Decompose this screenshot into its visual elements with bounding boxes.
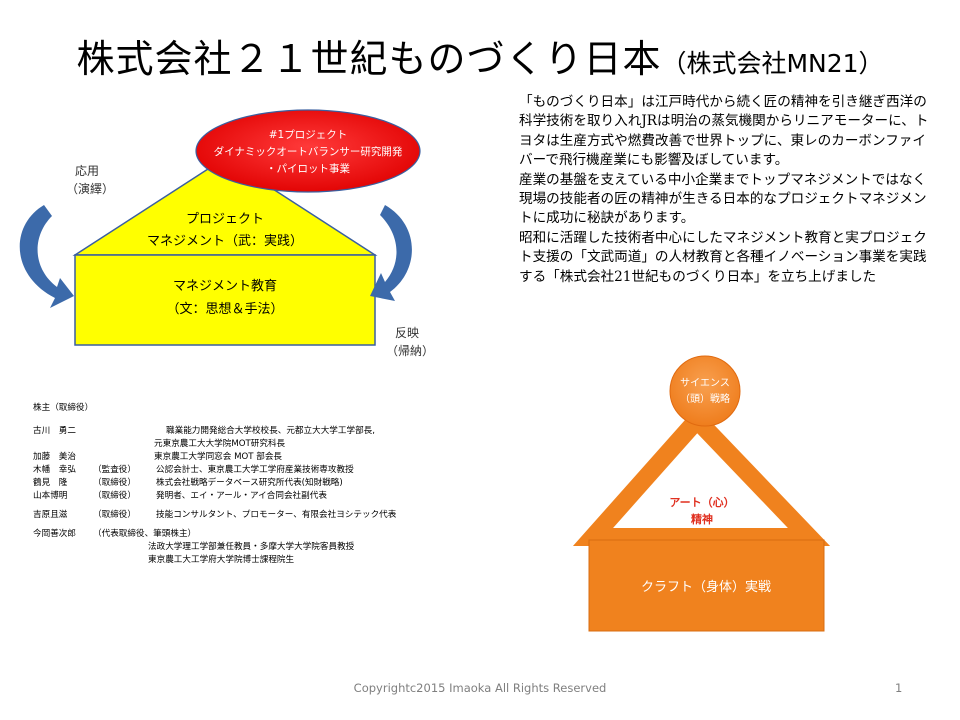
house-body <box>74 254 376 346</box>
shareholder-name: 加藤 美治 <box>33 452 76 462</box>
slide-title: 株式会社２１世紀ものづくり日本（株式会社MN21） <box>0 28 960 83</box>
shareholder-heading: 株主（取締役） <box>33 403 94 413</box>
roof-line-2: マネジメント（武：実践） <box>147 233 303 249</box>
shareholder-row: 吉原且滋 （取締役） 技能コンサルタント、プロモーター、有限会社ヨシテック代表 <box>33 509 396 522</box>
shareholder-name: 鶴見 隆 <box>33 478 68 488</box>
shareholder-description: 元東京農工大大学院MOT研究科長 <box>154 439 286 449</box>
shareholder-name: 吉原且滋 <box>33 510 68 520</box>
shareholder-row: 山本博明 （取締役） 発明者、エイ・アール・アイ合同会社副代表 <box>33 490 327 503</box>
shareholder-list: 株主（取締役） 古川 勇二 職業能力開発総合大学校校長、元都立大大学工学部長, 元東… <box>33 402 396 567</box>
description-paragraph: 昭和に活躍した技術者中心にしたマネジメント教育と実プロジェクト支援の「文武両道」… <box>519 229 927 285</box>
description-paragraph: 「ものづくり日本」は江戸時代から続く匠の精神を引き継ぎ西洋の科学技術を取り入れJ… <box>519 94 929 169</box>
science-art-craft-diagram: サイエンス （頭）戦略 アート（心） 精神 クラフト（身体）実戦 <box>572 355 831 632</box>
project-management-diagram: #1プロジェクト ダイナミックオートバランサー研究開発 ・パイロット事業 プロジ… <box>19 109 434 358</box>
shareholder-description: 技能コンサルタント、プロモーター、有限会社ヨシテック代表 <box>156 510 397 520</box>
shareholder-row: 古川 勇二 職業能力開発総合大学校校長、元都立大大学工学部長, <box>33 425 375 438</box>
induction-arrow <box>370 205 412 301</box>
oval-line-3: ・パイロット事業 <box>266 162 350 175</box>
shareholder-name: 古川 勇二 <box>33 426 76 436</box>
project-oval <box>195 109 421 193</box>
description-paragraph: 産業の基盤を支えている中小企業までトップマネジメントではなく現場の技能者の匠の精… <box>519 171 927 227</box>
craft-box-label: クラフト（身体）実戦 <box>641 579 771 595</box>
shareholder-row: 鶴見 隆 （取締役） 株式会社戦略データベース研究所代表(知財戦略) <box>33 477 343 490</box>
company-description: 「ものづくり日本」は江戸時代から続く匠の精神を引き継ぎ西洋の科学技術を取り入れJ… <box>519 93 929 287</box>
shareholder-name: 山本博明 <box>33 491 68 501</box>
shareholder-role: （取締役） <box>93 491 136 501</box>
title-main: 株式会社２１世紀ものづくり日本 <box>76 37 662 81</box>
roof-line-1: プロジェクト <box>186 212 264 227</box>
copyright-footer: Copyrightc2015 Imaoka All Rights Reserve… <box>353 681 607 695</box>
shareholder-name: 今岡善次郎 <box>33 529 76 539</box>
shareholder-row: 今岡善次郎 （代表取締役、筆頭株主） <box>33 528 196 541</box>
shareholder-role: （代表取締役、筆頭株主） <box>93 529 197 539</box>
oval-line-1: #1プロジェクト <box>269 129 347 141</box>
circle-line-1: サイエンス <box>680 377 730 389</box>
oval-line-2: ダイナミックオートバランサー研究開発 <box>214 145 403 158</box>
right-label-line-2: （帰納） <box>386 344 434 358</box>
right-label-line-1: 反映 <box>395 326 419 340</box>
shareholder-role: （監査役） <box>93 465 136 475</box>
shareholder-description: 公認会計士、東京農工大学工学府産業技術専攻教授 <box>156 465 354 475</box>
circle-line-2: （頭）戦略 <box>680 392 730 405</box>
triangle-line-2: 精神 <box>691 512 713 526</box>
shareholder-role: （取締役） <box>93 478 136 488</box>
deduction-arrow <box>19 205 74 308</box>
shareholder-name: 木幡 幸弘 <box>33 465 76 475</box>
shareholder-row: 元東京農工大大学院MOT研究科長 <box>33 438 285 451</box>
shareholder-description: 東京農工大学同窓会 MOT 部会長 <box>154 452 283 462</box>
craft-box <box>588 539 825 632</box>
shareholder-description: 東京農工大工学府大学院博士課程院生 <box>148 555 295 565</box>
shareholder-row: 木幡 幸弘 （監査役） 公認会計士、東京農工大学工学府産業技術専攻教授 <box>33 464 354 477</box>
left-label-line-1: 応用 <box>75 164 99 178</box>
shareholder-role: （取締役） <box>93 510 136 520</box>
shareholder-row: 法政大学理工学部兼任教員・多摩大学大学院客員教授 <box>33 541 354 554</box>
body-line-1: マネジメント教育 <box>173 278 277 294</box>
shareholder-row: 東京農工大工学府大学院博士課程院生 <box>33 554 294 567</box>
title-sub: （株式会社MN21） <box>661 49 884 78</box>
shareholder-row: 加藤 美治 東京農工大学同窓会 MOT 部会長 <box>33 451 282 464</box>
shareholder-description: 職業能力開発総合大学校校長、元都立大大学工学部長, <box>166 426 375 436</box>
science-circle <box>669 355 741 427</box>
art-triangle <box>572 406 831 546</box>
shareholder-description: 株式会社戦略データベース研究所代表(知財戦略) <box>156 478 343 488</box>
left-label-line-2: （演繹） <box>66 181 114 196</box>
triangle-line-1: アート（心） <box>669 496 734 509</box>
shareholder-description: 発明者、エイ・アール・アイ合同会社副代表 <box>156 491 327 501</box>
page-number: 1 <box>895 681 903 695</box>
body-line-2: （文：思想＆手法） <box>166 301 283 317</box>
shareholder-description: 法政大学理工学部兼任教員・多摩大学大学院客員教授 <box>148 542 355 552</box>
